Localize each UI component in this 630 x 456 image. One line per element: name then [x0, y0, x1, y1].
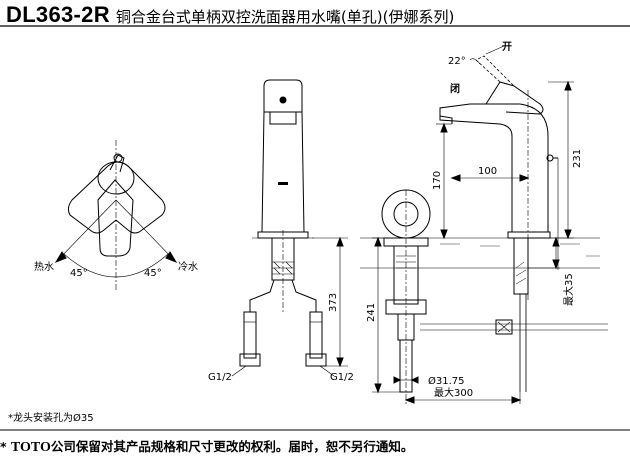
handle-pivot: [113, 153, 123, 163]
side-view: 开 22° 闭: [360, 41, 608, 404]
top-view: 热水 冷水 45° 45°: [34, 124, 198, 290]
angle-label-right: 45°: [144, 268, 162, 279]
hose-right: [291, 279, 317, 312]
dim-231-label: 231: [572, 149, 583, 168]
angle-label-left: 45°: [70, 268, 88, 279]
spout-tip: [439, 115, 453, 124]
angle-line-left: [55, 199, 117, 263]
footer-text: 公司保留对其产品规格和尺寸更改的权利。届时，恕不另行通知。: [50, 439, 414, 454]
dim-170-label: 170: [432, 171, 443, 190]
angle-arc: [63, 253, 169, 278]
side-shank: [513, 237, 529, 295]
footer: * TOTO公司保留对其产品规格和尺寸更改的权利。届时，恕不另行通知。: [0, 436, 413, 456]
faucet-body-right: [301, 111, 305, 233]
handle-tip: [109, 154, 125, 173]
lever-front: [269, 112, 297, 125]
side-base: [507, 231, 551, 239]
dim-max35-label: 最大35: [562, 273, 575, 306]
faucet-body-left: [261, 111, 265, 233]
dim-241-label: 241: [366, 303, 377, 322]
installation-note: *龙头安装孔为Ø35: [8, 413, 94, 424]
hose-left: [249, 279, 275, 312]
cold-water-label: 冷水: [178, 260, 198, 273]
rod-clip: [495, 319, 513, 335]
angle-line-right: [115, 199, 177, 263]
supply-pipe-right: [309, 311, 323, 359]
footer-star: *: [0, 439, 7, 454]
handle-lever-outline: [57, 124, 169, 236]
arrow-left: [54, 251, 67, 264]
close-label: 闭: [450, 82, 460, 95]
dim-373-label: 373: [328, 293, 339, 312]
nut-right: [305, 353, 327, 367]
open-label: 开: [502, 41, 512, 53]
faucet-head: [263, 79, 303, 112]
arrow-right: [165, 251, 178, 264]
nut-left: [239, 353, 261, 367]
open-angle-label: 22°: [448, 56, 466, 67]
lever-closed: [485, 81, 544, 115]
dim-diameter-label: Ø31.75: [428, 375, 465, 387]
model-number: DL363-2R: [6, 2, 110, 27]
lever-open: [475, 55, 515, 87]
handle-inner: [97, 179, 134, 257]
product-name: 铜合金台式单柄双控洗面器用水嘴(单孔)(伊娜系列): [115, 8, 455, 26]
logo-mark: [278, 182, 288, 185]
dim-max300-label: 最大300: [434, 386, 473, 399]
supply-pipe-left: [243, 311, 257, 359]
handle-body: [67, 161, 166, 234]
brand-name: TOTO: [10, 440, 51, 455]
pipe-thread-left: G1/2: [208, 372, 232, 383]
faucet-button: [279, 96, 287, 104]
front-view: 373 G1/2 G1/2: [208, 79, 354, 383]
dim-100-label: 100: [478, 166, 497, 177]
hot-water-label: 热水: [34, 260, 54, 273]
side-hose: [519, 294, 527, 392]
title: DL363-2R 铜合金台式单柄双控洗面器用水嘴(单孔)(伊娜系列): [6, 2, 454, 28]
pipe-thread-right: G1/2: [330, 372, 354, 383]
